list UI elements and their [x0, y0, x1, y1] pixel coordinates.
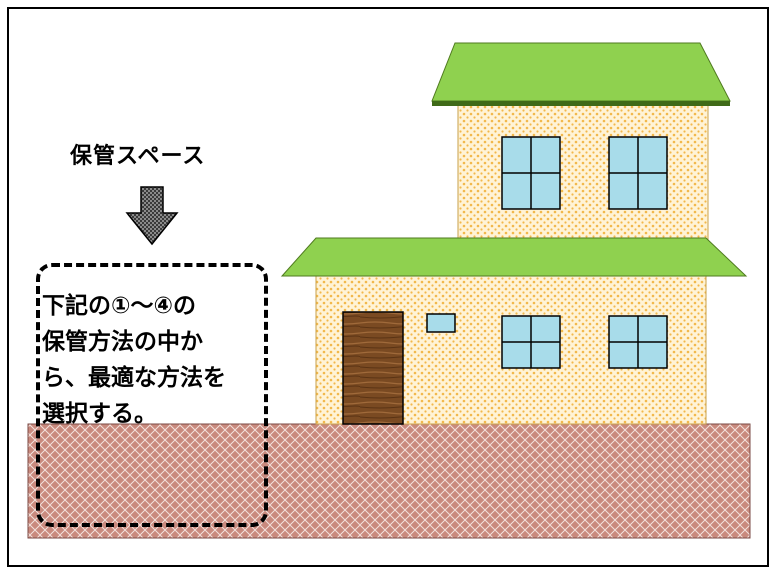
window-icon: [608, 315, 668, 369]
window-icon: [501, 136, 561, 210]
down-arrow-icon: [125, 186, 179, 246]
instruction-line-1: 下記の①～④の: [42, 293, 196, 319]
house-icon: [280, 42, 748, 425]
upper-wall: [457, 102, 709, 244]
upper-roof: [431, 42, 731, 102]
instruction-line-3: ら、最適な方法を: [42, 365, 226, 391]
instruction-line-4: 選択する。: [42, 401, 157, 427]
outer-frame: [7, 7, 769, 567]
instruction-line-2: 保管方法の中か: [42, 329, 203, 355]
window-icon: [501, 315, 561, 369]
small-window-icon: [426, 313, 456, 333]
window-icon: [608, 136, 668, 210]
upper-roof-edge: [432, 101, 730, 106]
storage-space-title: 保管スペース: [70, 144, 206, 169]
instruction-box: [36, 263, 268, 527]
door-icon: [342, 311, 404, 425]
lower-roof: [280, 237, 748, 277]
